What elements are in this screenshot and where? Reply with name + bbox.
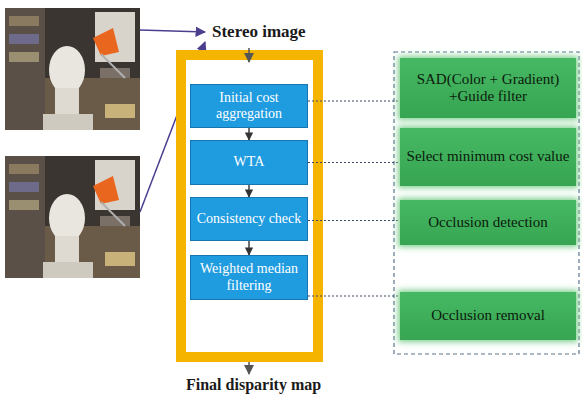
detail-panel <box>394 52 579 354</box>
detail-box: Select minimum cost value <box>400 128 576 186</box>
output-arrow <box>248 362 250 374</box>
box-text: Initial cost aggregation <box>195 90 303 122</box>
process-box: WTA <box>190 140 308 185</box>
detail-box: Occlusion detection <box>400 200 576 245</box>
left-photo <box>5 8 140 130</box>
process-box: Initial cost aggregation <box>190 84 308 128</box>
process-frame <box>181 55 318 357</box>
detail-box: SAD(Color + Gradient) +Guide filter <box>400 58 576 118</box>
input-arrow <box>248 48 250 62</box>
box-text: SAD(Color + Gradient) +Guide filter <box>406 71 570 106</box>
dotted-link <box>308 220 400 221</box>
box-text: Weighted median filtering <box>195 261 303 293</box>
stage-label: Stereo image <box>212 22 306 42</box>
flow-arrow <box>248 241 249 255</box>
process-box: Consistency check <box>190 197 308 241</box>
box-text: Occlusion detection <box>428 214 548 231</box>
dotted-link <box>308 162 400 163</box>
leader-line <box>140 30 205 32</box>
dotted-link <box>308 100 400 101</box>
right-photo <box>5 156 140 278</box>
box-text: Select minimum cost value <box>407 148 570 165</box>
box-text: Occlusion removal <box>431 307 545 324</box>
stage-label: Final disparity map <box>186 376 321 394</box>
process-box: Weighted median filtering <box>190 255 308 300</box>
box-text: WTA <box>234 154 265 170</box>
dotted-link <box>308 295 400 296</box>
flow-arrow <box>248 128 249 140</box>
flow-arrow <box>248 185 249 197</box>
box-text: Consistency check <box>197 211 302 227</box>
detail-box: Occlusion removal <box>400 292 576 340</box>
